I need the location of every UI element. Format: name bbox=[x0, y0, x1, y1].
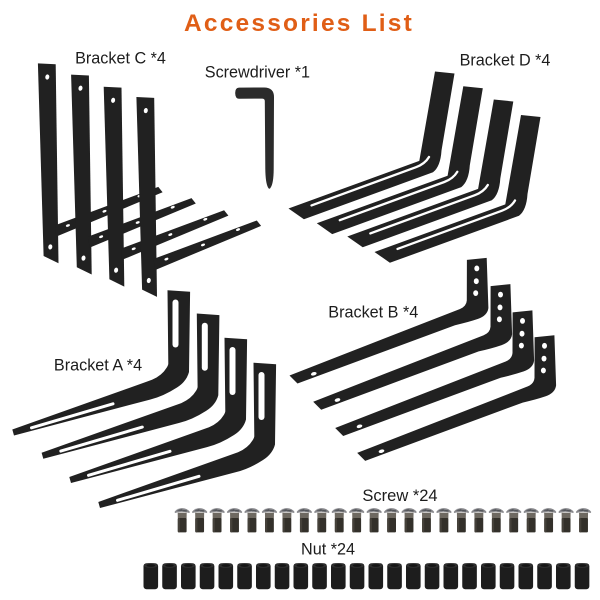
svg-text:Bracket A *4: Bracket A *4 bbox=[54, 357, 142, 375]
svg-text:Bracket B *4: Bracket B *4 bbox=[328, 304, 418, 322]
svg-text:Nut *24: Nut *24 bbox=[301, 540, 355, 558]
svg-text:Bracket D *4: Bracket D *4 bbox=[460, 52, 551, 70]
svg-text:Bracket C *4: Bracket C *4 bbox=[75, 50, 166, 68]
svg-text:Screwdriver *1: Screwdriver *1 bbox=[205, 64, 310, 82]
svg-text:Screw *24: Screw *24 bbox=[362, 487, 437, 505]
svg-text:Accessories List: Accessories List bbox=[184, 10, 414, 37]
